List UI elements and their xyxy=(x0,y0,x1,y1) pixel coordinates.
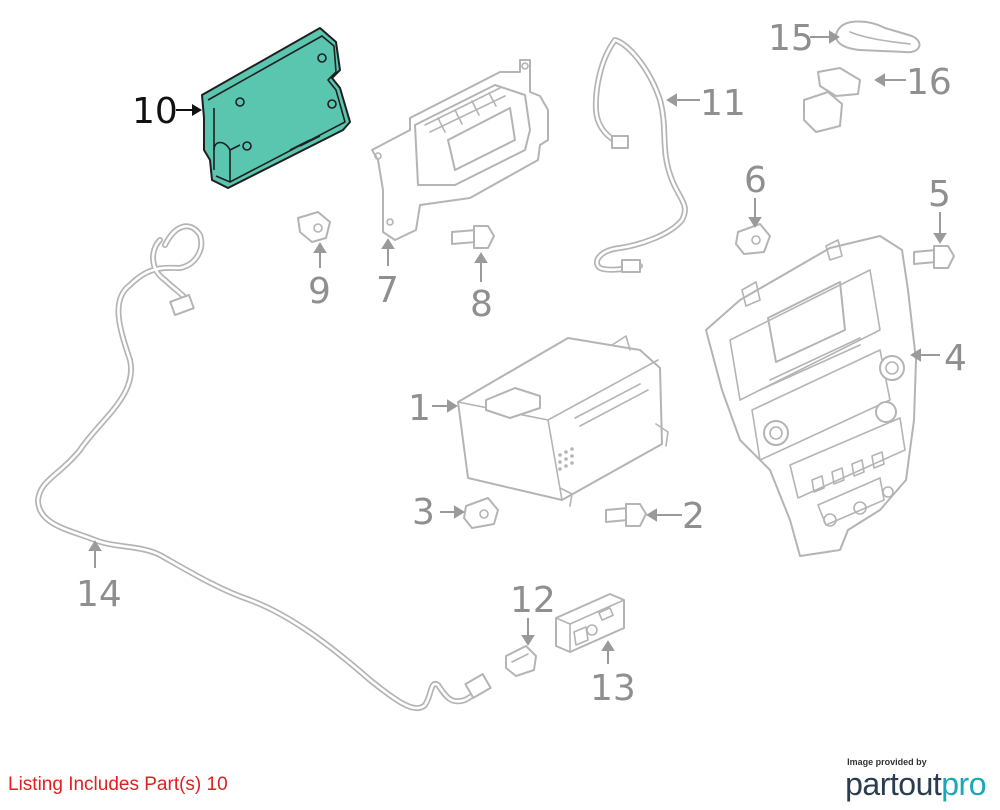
part-11-harness[interactable] xyxy=(592,37,688,273)
callout-6: 6 xyxy=(744,160,767,201)
part-12-connector[interactable] xyxy=(505,645,537,677)
callout-1: 1 xyxy=(408,388,431,429)
callout-5: 5 xyxy=(928,174,951,215)
part-4-bezel[interactable] xyxy=(705,235,917,557)
part-8-bolt[interactable] xyxy=(451,225,495,249)
callout-14: 14 xyxy=(76,574,122,615)
part-1-receiver[interactable] xyxy=(457,335,669,507)
brand-part-2: pro xyxy=(941,766,986,802)
callout-11: 11 xyxy=(700,83,746,124)
part-6-clip[interactable] xyxy=(735,223,771,255)
part-9-clip[interactable] xyxy=(297,211,331,243)
callout-8: 8 xyxy=(470,284,493,325)
part-14-cable[interactable] xyxy=(35,223,492,712)
callout-16: 16 xyxy=(906,62,952,103)
part-7-display[interactable] xyxy=(371,59,549,241)
callout-4: 4 xyxy=(944,338,967,379)
callout-3: 3 xyxy=(412,492,435,533)
callout-7: 7 xyxy=(376,270,399,311)
callout-2: 2 xyxy=(682,496,705,537)
leader-lines xyxy=(88,30,947,664)
callout-labels: 1 2 3 4 5 6 7 8 9 10 11 12 13 14 15 16 xyxy=(76,18,967,709)
listing-note: Listing Includes Part(s) 10 xyxy=(8,774,228,795)
part-2-bolt[interactable] xyxy=(605,503,647,527)
image-credit: Image provided by partoutpro xyxy=(845,757,986,801)
callout-10: 10 xyxy=(132,91,178,132)
callout-9: 9 xyxy=(308,271,331,312)
callout-12: 12 xyxy=(510,580,556,621)
part-16-connector[interactable] xyxy=(803,67,861,133)
part-13-usb-module[interactable] xyxy=(555,593,625,653)
brand-part-1: partout xyxy=(845,766,942,802)
part-10-module[interactable] xyxy=(201,27,351,189)
part-15-strap[interactable] xyxy=(835,20,921,54)
credit-caption: Image provided by xyxy=(847,757,927,767)
callout-13: 13 xyxy=(590,668,636,709)
part-5-bolt[interactable] xyxy=(913,245,955,269)
partoutpro-logo[interactable]: partoutpro xyxy=(845,766,986,802)
callout-15: 15 xyxy=(768,18,814,59)
part-3-clip[interactable] xyxy=(463,497,499,529)
